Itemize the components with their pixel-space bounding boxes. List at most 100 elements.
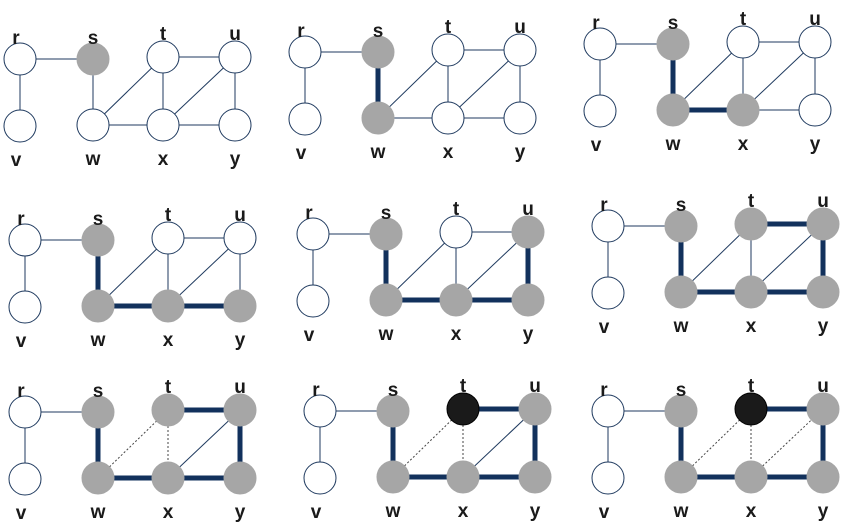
node-label-r: r [17,381,25,402]
node-r-white [3,42,37,76]
node-label-t: t [748,376,755,397]
node-x-gray [151,289,185,323]
node-label-y: y [523,324,534,345]
node-label-v: v [16,503,27,523]
node-label-u: u [817,376,829,397]
node-label-r: r [12,28,20,49]
node-label-t: t [160,24,167,45]
node-label-s: s [381,203,392,224]
edge-x-u [162,56,236,126]
node-s-gray [656,27,690,61]
node-label-x: x [746,316,757,337]
node-y-gray [806,275,840,309]
node-v-white [3,109,37,143]
node-label-x: x [163,502,174,523]
node-v-white [288,102,322,136]
edge-x-u [462,408,536,478]
node-label-w: w [385,501,401,522]
edge-x-u [447,49,521,119]
node-t-black [446,392,480,426]
node-t-white [146,40,180,74]
node-r-white [296,217,330,251]
node-label-t: t [740,9,747,30]
node-label-u: u [514,17,526,38]
node-label-r: r [305,203,313,224]
node-s-gray [76,42,110,76]
edge-x-u [167,409,241,479]
node-w-gray [656,93,690,127]
node-label-s: s [668,13,679,34]
node-w-gray [664,275,698,309]
node-w-gray [81,461,115,495]
edge-x-u [167,237,241,307]
node-w-white [76,108,110,142]
node-s-gray [369,217,403,251]
node-y-white [218,108,252,142]
node-w-gray [81,289,115,323]
node-r-white [303,394,337,428]
node-label-v: v [304,325,315,346]
node-r-white [8,223,42,257]
edge-x-u-dotted [750,408,824,478]
node-label-w: w [378,324,394,345]
node-label-w: w [85,149,101,170]
node-label-v: v [296,143,307,164]
node-s-gray [81,395,115,429]
node-label-x: x [451,324,462,345]
node-label-t: t [445,17,452,38]
node-label-t: t [460,376,467,397]
node-x-gray [734,460,768,494]
node-label-w: w [370,142,386,163]
node-label-u: u [809,9,821,30]
node-s-gray [664,394,698,428]
node-t-white [431,33,465,67]
node-label-t: t [165,377,172,398]
node-v-white [296,284,330,318]
edge-x-u [455,231,529,301]
node-label-s: s [373,21,384,42]
node-label-y: y [530,501,541,522]
node-r-white [583,27,617,61]
node-t-white [726,25,760,59]
node-x-white [146,108,180,142]
node-label-u: u [234,377,246,398]
node-label-v: v [16,331,27,352]
node-label-y: y [235,502,246,523]
node-label-u: u [817,191,829,212]
node-y-white [503,101,537,135]
node-s-gray [664,209,698,243]
node-r-white [591,394,625,428]
node-r-white [591,209,625,243]
edge-x-u [750,223,824,293]
node-label-x: x [738,134,749,155]
node-label-y: y [810,134,821,155]
node-label-v: v [311,502,322,523]
node-y-gray [806,460,840,494]
node-t-white [151,221,185,255]
node-label-w: w [90,330,106,351]
node-label-s: s [388,380,399,401]
node-label-x: x [443,142,454,163]
node-label-v: v [599,317,610,338]
node-label-x: x [458,501,469,522]
node-label-r: r [600,195,608,216]
node-x-gray [734,275,768,309]
node-label-w: w [673,501,689,522]
node-r-white [288,35,322,69]
node-label-s: s [93,209,104,230]
node-label-t: t [453,199,460,220]
node-s-gray [361,35,395,69]
node-label-r: r [312,380,320,401]
node-label-x: x [158,149,169,170]
node-label-y: y [230,149,241,170]
node-u-white [223,221,257,255]
node-label-r: r [600,380,608,401]
